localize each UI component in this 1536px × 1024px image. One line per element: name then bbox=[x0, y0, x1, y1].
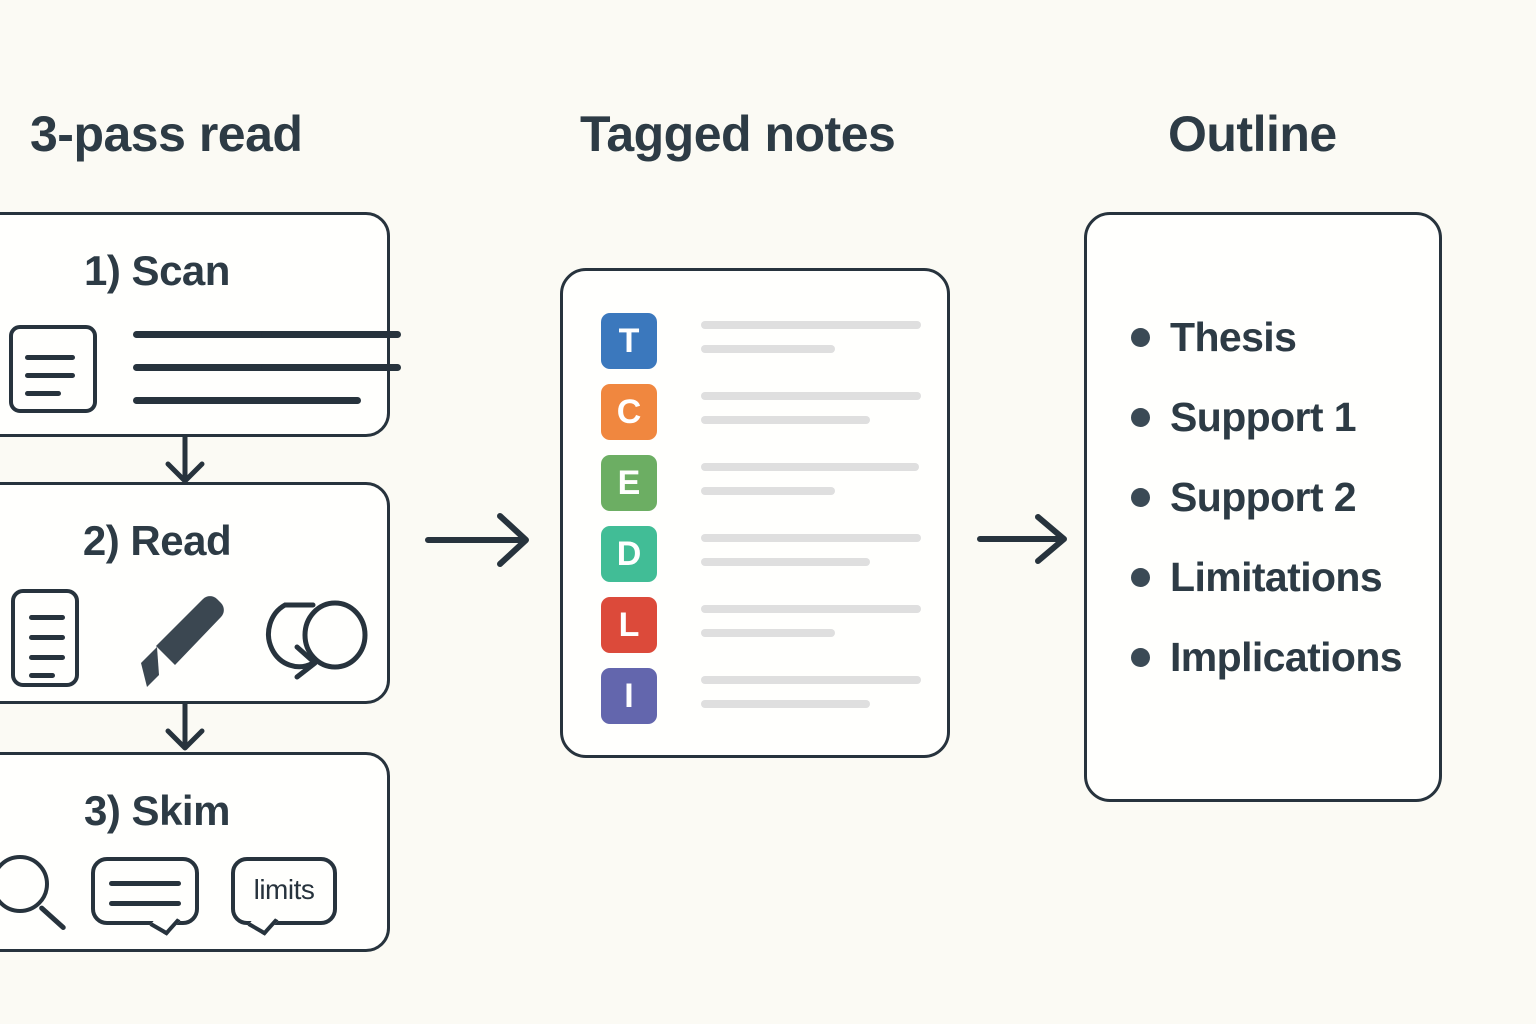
magnifier-handle bbox=[38, 904, 67, 931]
tagged-note-row[interactable]: I bbox=[601, 668, 921, 726]
tagged-note-row[interactable]: L bbox=[601, 597, 921, 655]
note-line bbox=[701, 558, 871, 566]
document-line bbox=[29, 655, 65, 660]
column-title-outline: Outline bbox=[1168, 106, 1337, 162]
right-arrow-icon-2 bbox=[976, 508, 1074, 570]
loop-arrow-icon bbox=[257, 591, 369, 687]
note-placeholder-lines bbox=[701, 534, 921, 582]
bubble-line bbox=[109, 901, 181, 906]
tag-chip-e[interactable]: E bbox=[601, 455, 657, 511]
pass-card-skim-icons: limits bbox=[0, 855, 367, 947]
outline-item-label: Support 1 bbox=[1170, 393, 1357, 440]
note-line bbox=[701, 321, 921, 329]
document-line bbox=[25, 391, 61, 396]
column-title-3-pass-read: 3-pass read bbox=[30, 106, 303, 162]
outline-item-label: Implications bbox=[1170, 633, 1403, 680]
outline-bullet-icon bbox=[1131, 487, 1150, 507]
outline-item-label: Support 2 bbox=[1170, 473, 1357, 520]
bubble-line bbox=[109, 881, 181, 886]
outline-bullet-icon bbox=[1131, 407, 1150, 427]
note-placeholder-lines bbox=[701, 321, 921, 369]
outline-item-label: Thesis bbox=[1170, 313, 1297, 360]
speech-bubble-limits-text: limits bbox=[253, 874, 315, 905]
outline-item-3[interactable]: Limitations bbox=[1131, 537, 1431, 617]
document-line bbox=[25, 373, 75, 378]
tag-chip-i[interactable]: I bbox=[601, 668, 657, 724]
pass-card-scan-label: 1) Scan bbox=[84, 247, 230, 294]
note-line bbox=[701, 416, 871, 424]
down-arrow-icon bbox=[158, 434, 212, 485]
note-placeholder-lines bbox=[701, 605, 921, 653]
outline-item-label: Limitations bbox=[1170, 553, 1383, 600]
text-line bbox=[261, 397, 361, 404]
document-line bbox=[29, 673, 55, 678]
text-line bbox=[261, 364, 401, 371]
text-line bbox=[133, 397, 271, 404]
outline-bullet-icon bbox=[1131, 567, 1150, 587]
pass-card-skim[interactable]: 3) Skim limits bbox=[0, 752, 390, 952]
highlighter-icon bbox=[121, 587, 231, 689]
note-line bbox=[701, 487, 836, 495]
pass-card-read-label: 2) Read bbox=[82, 517, 232, 564]
down-arrow-icon bbox=[158, 701, 212, 752]
pass-card-skim-label: 3) Skim bbox=[84, 787, 230, 834]
tagged-note-row[interactable]: D bbox=[601, 526, 921, 584]
tag-chip-c[interactable]: C bbox=[601, 384, 657, 440]
text-line bbox=[133, 331, 271, 338]
note-placeholder-lines bbox=[701, 463, 921, 511]
document-icon bbox=[9, 325, 97, 413]
text-line bbox=[261, 331, 401, 338]
outline-item-2[interactable]: Support 2 bbox=[1131, 457, 1431, 537]
document-line bbox=[29, 635, 65, 640]
tag-chip-l[interactable]: L bbox=[601, 597, 657, 653]
pass-card-read-icons bbox=[9, 587, 369, 689]
note-line bbox=[701, 392, 921, 400]
column-title-tagged-notes: Tagged notes bbox=[580, 106, 896, 162]
outline-bullet-icon bbox=[1131, 647, 1150, 667]
pass-card-read[interactable]: 2) Read bbox=[0, 482, 390, 704]
document-icon bbox=[11, 589, 79, 687]
tag-chip-d[interactable]: D bbox=[601, 526, 657, 582]
tagged-note-row[interactable]: C bbox=[601, 384, 921, 442]
pass-card-scan[interactable]: 1) Scan bbox=[0, 212, 401, 437]
speech-bubble-limits-icon: limits bbox=[231, 857, 337, 936]
outline-item-0[interactable]: Thesis bbox=[1131, 297, 1431, 377]
note-line bbox=[701, 700, 871, 708]
tagged-note-row[interactable]: T bbox=[601, 313, 921, 371]
outline-bullet-icon bbox=[1131, 327, 1150, 347]
note-line bbox=[701, 629, 836, 637]
note-placeholder-lines bbox=[701, 676, 921, 724]
note-line bbox=[701, 463, 919, 471]
outline-item-1[interactable]: Support 1 bbox=[1131, 377, 1431, 457]
bubble-tail bbox=[149, 910, 181, 936]
outline-item-4[interactable]: Implications bbox=[1131, 617, 1431, 697]
speech-bubble-icon bbox=[91, 857, 199, 936]
text-lines-icon bbox=[261, 331, 401, 407]
note-placeholder-lines bbox=[701, 392, 921, 440]
right-arrow-icon-1 bbox=[424, 505, 536, 575]
note-line bbox=[701, 605, 921, 613]
document-line bbox=[29, 615, 65, 620]
note-line bbox=[701, 534, 921, 542]
text-line bbox=[133, 364, 271, 371]
magnifier-lens bbox=[0, 855, 49, 913]
tagged-note-row[interactable]: E bbox=[601, 455, 921, 513]
pass-card-scan-icons bbox=[9, 319, 401, 419]
magnifier-icon bbox=[0, 855, 81, 943]
document-line bbox=[25, 355, 75, 360]
note-line bbox=[701, 676, 921, 684]
note-line bbox=[701, 345, 836, 353]
tag-chip-t[interactable]: T bbox=[601, 313, 657, 369]
text-lines-icon bbox=[133, 331, 271, 407]
